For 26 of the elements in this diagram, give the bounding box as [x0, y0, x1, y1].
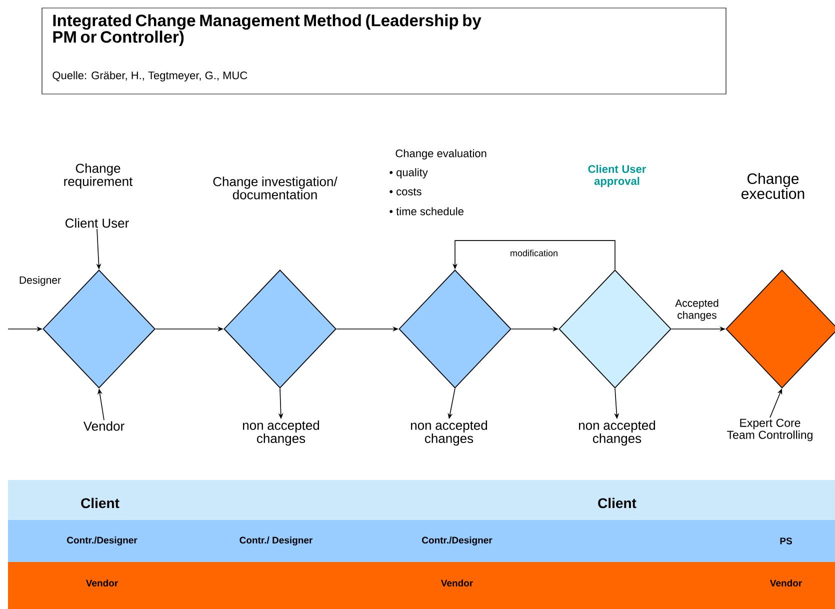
role-label: non accepted changes: [242, 420, 320, 446]
step-heading: Change investigation/ documentation: [213, 176, 338, 200]
role-band: Vendor Vendor Vendor: [8, 562, 835, 609]
source-note: Quelle: Gräber, H., Tegtmeyer, G., MUC: [52, 71, 248, 82]
edge-label: Designer: [18, 275, 62, 287]
decision-diamond: [224, 270, 336, 388]
title: Integrated Change Management Method (Leadership by PM or Controller): [53, 14, 482, 46]
step-heading: • time schedule: [390, 207, 464, 216]
decision-diamond: [398, 270, 512, 388]
step-heading: Client User approval: [588, 164, 646, 188]
step-heading: Change execution: [742, 173, 804, 199]
role-label: Vendor: [83, 421, 124, 431]
role-label: non accepted changes: [578, 420, 656, 446]
step-heading: • quality: [390, 168, 428, 178]
role-label: Expert Core Team Controlling: [727, 418, 812, 442]
step-heading: Change evaluation: [396, 149, 486, 160]
decision-diamond: [558, 270, 672, 388]
decision-diamond: [726, 270, 835, 388]
role-band: Contr./Designer Contr./ Designer Contr./Designer PS: [8, 520, 835, 562]
edge-label: Accepted changes: [666, 298, 728, 322]
step-heading: • costs: [390, 188, 422, 196]
edge-label: modification: [509, 248, 560, 258]
step-heading: Change requirement: [64, 163, 133, 189]
role-band: Client Client: [8, 480, 835, 520]
role-label: non accepted changes: [410, 420, 488, 446]
role-label: Client User: [66, 218, 129, 228]
